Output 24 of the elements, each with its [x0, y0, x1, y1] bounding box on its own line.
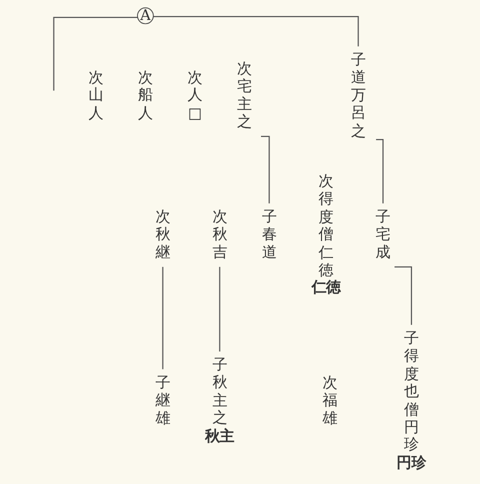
node-text: 次宅主之: [237, 60, 252, 131]
node-circle: A: [137, 7, 154, 24]
node-text: 子道万呂之: [350, 52, 366, 140]
node-text: 次人□: [188, 69, 202, 122]
node-text: 次福雄: [322, 374, 338, 428]
connector: [394, 266, 412, 325]
node-text: 次得度僧仁徳: [318, 173, 334, 280]
connector: [162, 266, 164, 370]
connector: [376, 139, 384, 204]
connector: [219, 266, 220, 352]
node-text: 子得度也僧円珍: [404, 330, 419, 454]
node-text: 次秋吉: [212, 208, 228, 262]
connector: [153, 16, 359, 46]
node-text: 次秋継: [155, 208, 170, 262]
node-text: 子継雄: [155, 374, 170, 428]
node-text: 子春道: [262, 208, 277, 262]
node-text: 次船人: [138, 69, 153, 122]
node-text: 子秋主之: [212, 356, 228, 428]
node-label: 秋主: [204, 428, 234, 445]
connector: [53, 16, 138, 91]
node-text: 次山人: [88, 69, 104, 122]
connector: [261, 136, 270, 204]
node-text: 子宅成: [376, 208, 390, 262]
node-label: 円珍: [396, 454, 426, 472]
